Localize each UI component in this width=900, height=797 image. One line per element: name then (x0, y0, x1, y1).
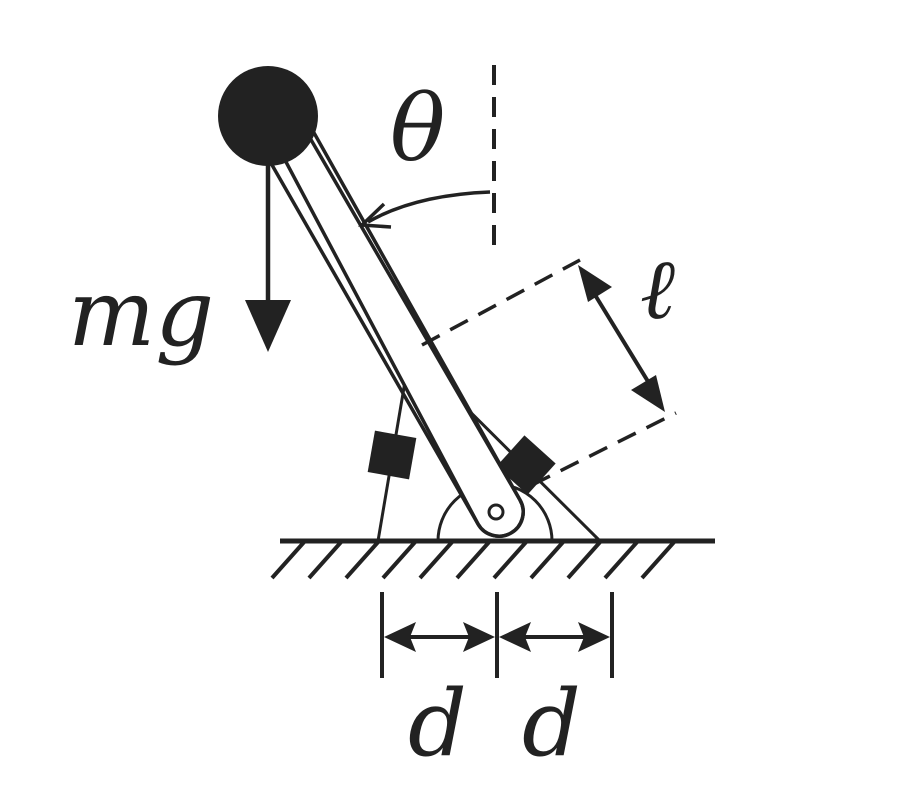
mass-bob (218, 66, 318, 166)
weight-label: mg (68, 260, 214, 367)
left-actuator-block (367, 430, 417, 480)
pivot-pin (487, 503, 505, 521)
ground-hatching (270, 539, 677, 580)
length-dimension-arrow (578, 265, 665, 412)
spacing-arrowhead-left-1 (384, 622, 416, 652)
pendulum-rod (264, 126, 525, 538)
angle-label: θ (390, 75, 445, 182)
angle-arrow (357, 190, 491, 229)
ground (270, 538, 715, 580)
spacing-label-right: d (522, 670, 581, 777)
spacing-label-left: d (408, 670, 467, 777)
spacing-dimension (380, 592, 614, 678)
length-extension-lines (421, 258, 677, 487)
spacing-arrowhead-right-1 (499, 622, 531, 652)
spacing-arrowhead-right-2 (578, 622, 610, 652)
spacing-arrowhead-left-2 (463, 622, 495, 652)
gravity-arrow (245, 160, 291, 352)
length-label: ℓ (640, 240, 675, 338)
